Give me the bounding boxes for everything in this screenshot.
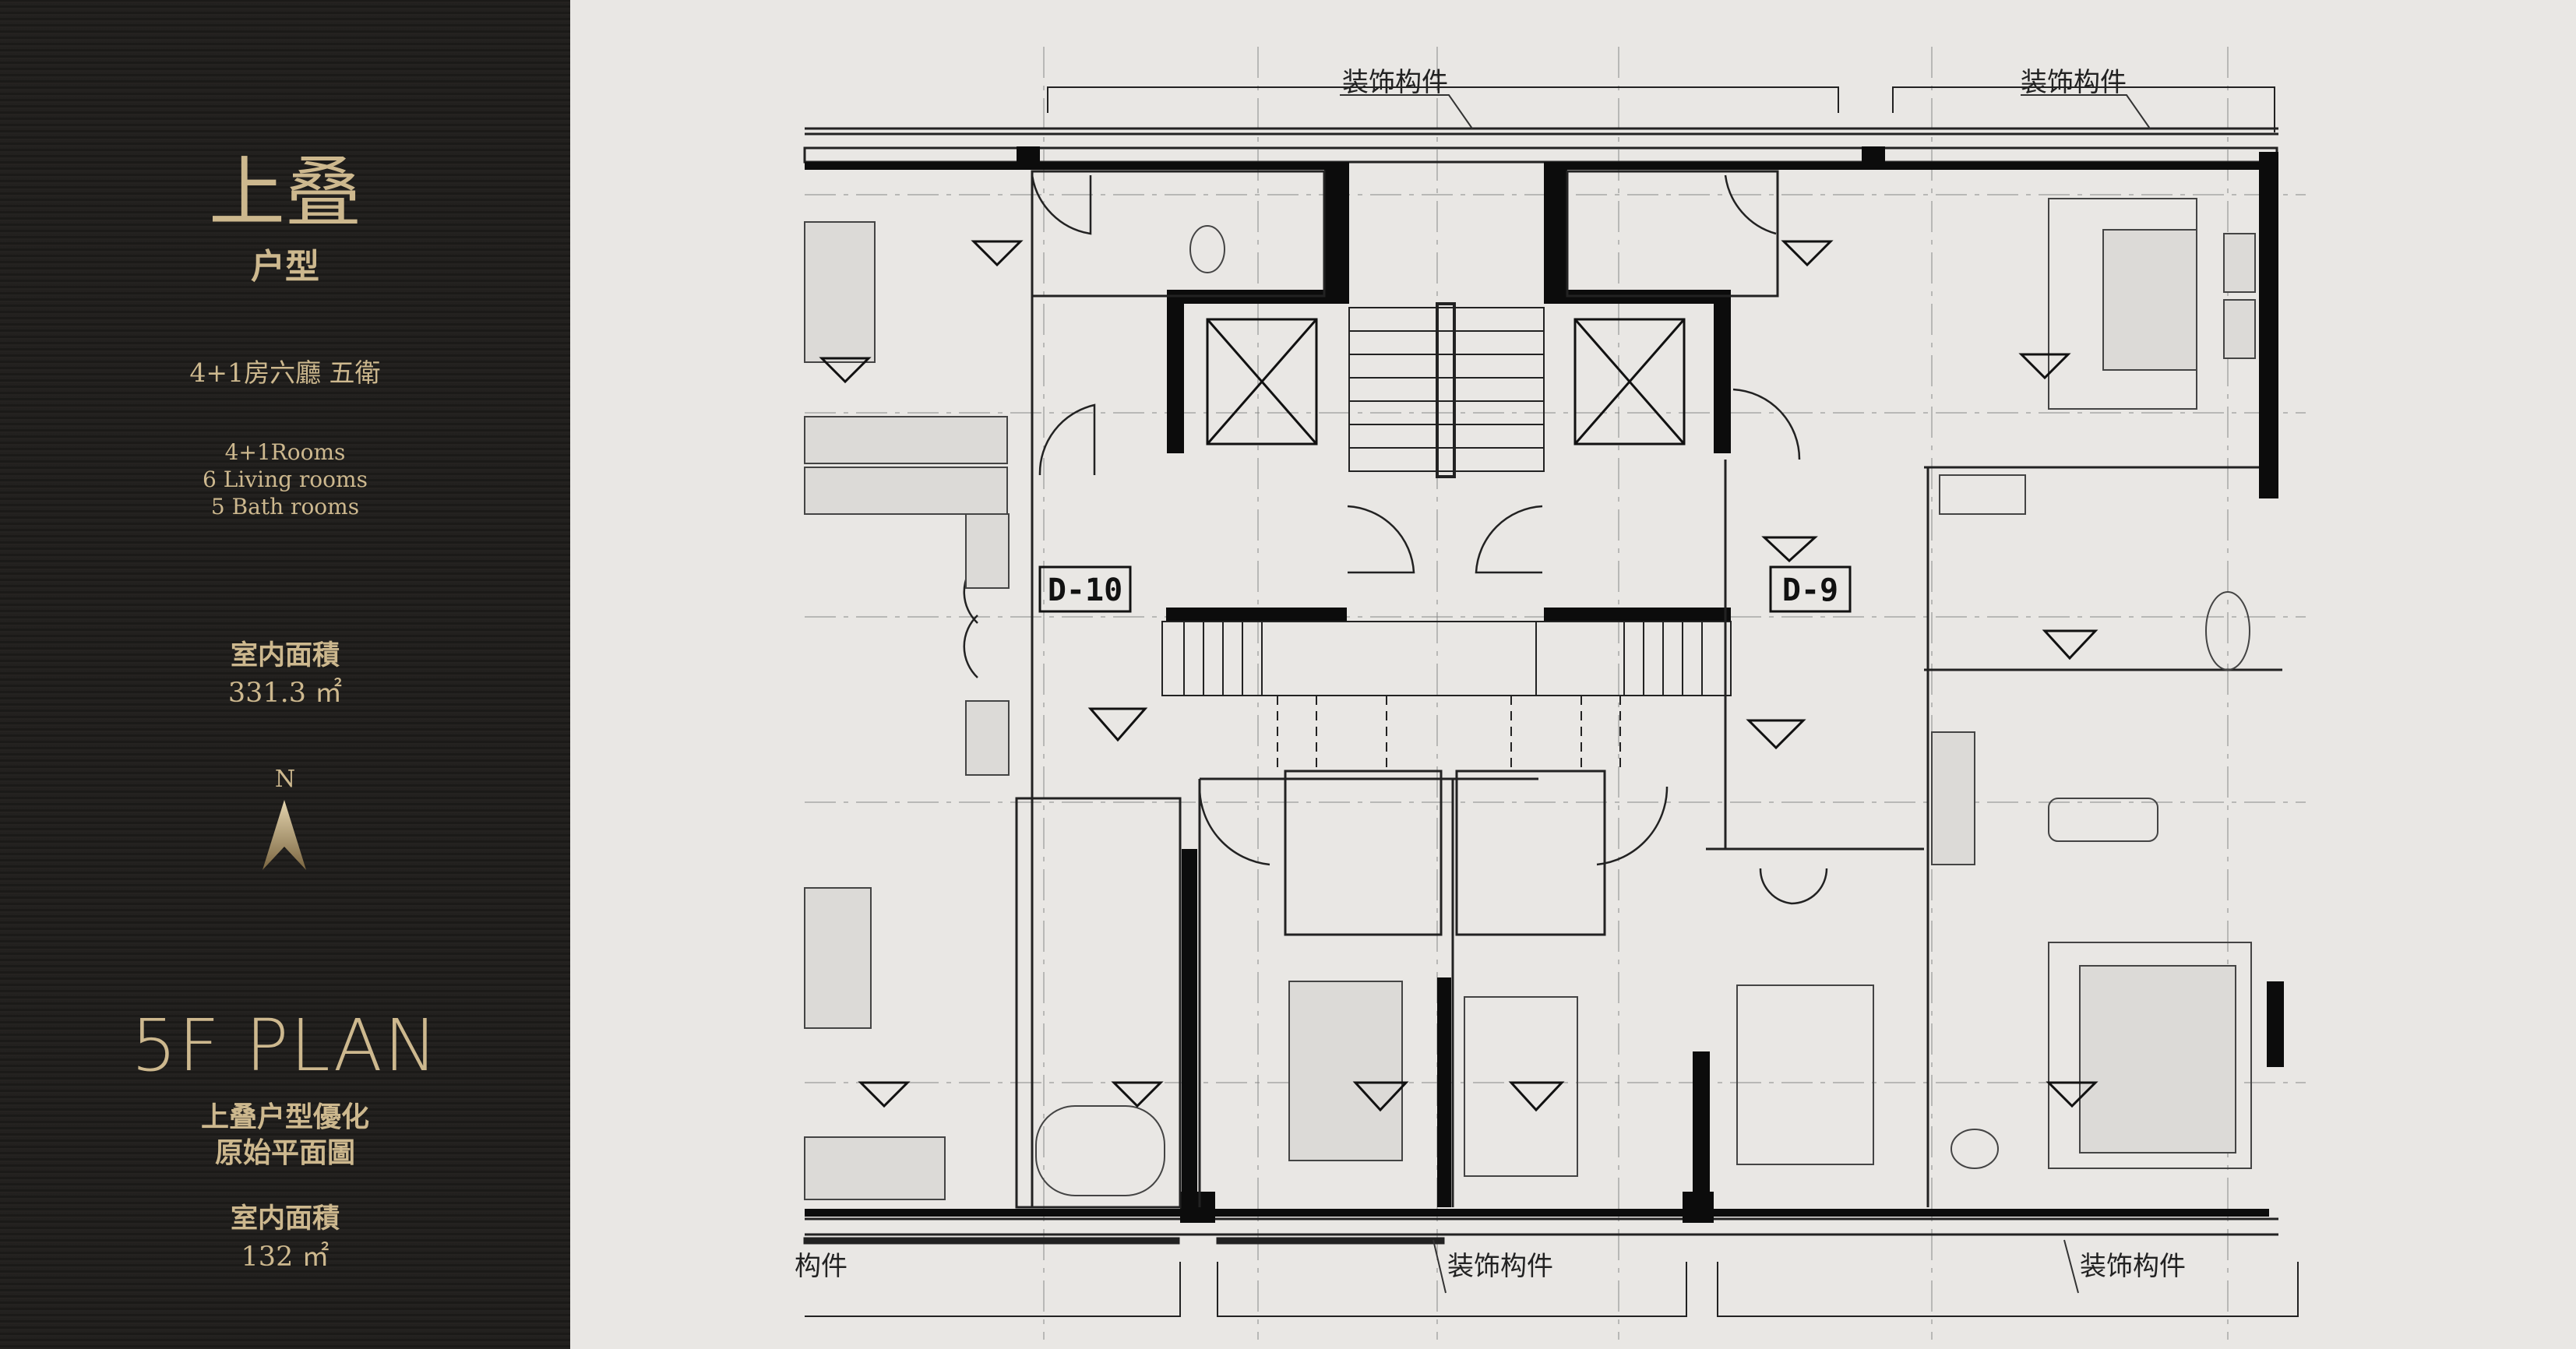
decorative-component-label-top-left: 装饰构件 bbox=[1342, 67, 1448, 98]
partition-walls bbox=[1015, 170, 2282, 1209]
decorative-component-label-bottom-left: 构件 bbox=[795, 1251, 848, 1282]
bath-rooms-line: 5 Bath rooms bbox=[210, 494, 360, 520]
elevators bbox=[1206, 318, 1686, 446]
decorative-component-label-bottom-center: 装饰构件 bbox=[1447, 1251, 1553, 1282]
door-swings bbox=[963, 174, 1828, 905]
layout-en: 4+1Rooms 6 Living rooms 5 Bath rooms bbox=[0, 439, 570, 520]
stairs bbox=[1161, 302, 1732, 767]
living-rooms-line: 6 Living rooms bbox=[203, 467, 368, 492]
floor-plan: 装饰构件 装饰构件 构件 装饰构件 装饰构件 D-10 D-9 bbox=[570, 0, 2576, 1349]
north-arrow-icon bbox=[263, 800, 306, 870]
info-sidebar: 上叠 户型 4+1房六廳 五衛 4+1Rooms 6 Living rooms … bbox=[0, 0, 570, 1349]
unit-tag-d10-text: D-10 bbox=[1048, 572, 1122, 608]
unit-type-subtitle: 户型 bbox=[251, 247, 319, 287]
plan-title: 5F PLAN bbox=[131, 1004, 439, 1087]
rooms-line: 4+1Rooms bbox=[224, 439, 346, 465]
layout-cn: 4+1房六廳 五衛 bbox=[189, 358, 381, 388]
area-label: 室内面積 bbox=[230, 640, 340, 671]
plan-desc-line-1: 上叠户型優化 bbox=[200, 1101, 369, 1133]
annotation-leaders bbox=[1340, 94, 2151, 1294]
decorative-component-label-bottom-right: 装饰构件 bbox=[2080, 1251, 2186, 1282]
section-markers bbox=[819, 240, 2099, 1112]
unit-tag-d10: D-10 bbox=[1038, 565, 1132, 613]
north-label: N bbox=[274, 766, 296, 793]
floor-plan-drawing: 装饰构件 装饰构件 构件 装饰构件 装饰构件 D-10 D-9 bbox=[795, 47, 2306, 1340]
area2-label: 室内面積 bbox=[230, 1203, 340, 1235]
furniture bbox=[804, 198, 2256, 1200]
plan-desc-line-2: 原始平面圖 bbox=[214, 1137, 355, 1169]
decorative-component-label-top-right: 装饰构件 bbox=[2021, 67, 2127, 98]
unit-tag-d9: D-9 bbox=[1769, 565, 1852, 613]
plan-description: 上叠户型優化 原始平面圖 bbox=[0, 1100, 570, 1171]
area-value: 331.3 ㎡ bbox=[227, 678, 343, 709]
facade-lines bbox=[803, 86, 2299, 1317]
unit-tag-d9-text: D-9 bbox=[1782, 572, 1838, 608]
area2-value: 132 ㎡ bbox=[241, 1242, 329, 1273]
unit-type-title: 上叠 bbox=[208, 149, 361, 238]
